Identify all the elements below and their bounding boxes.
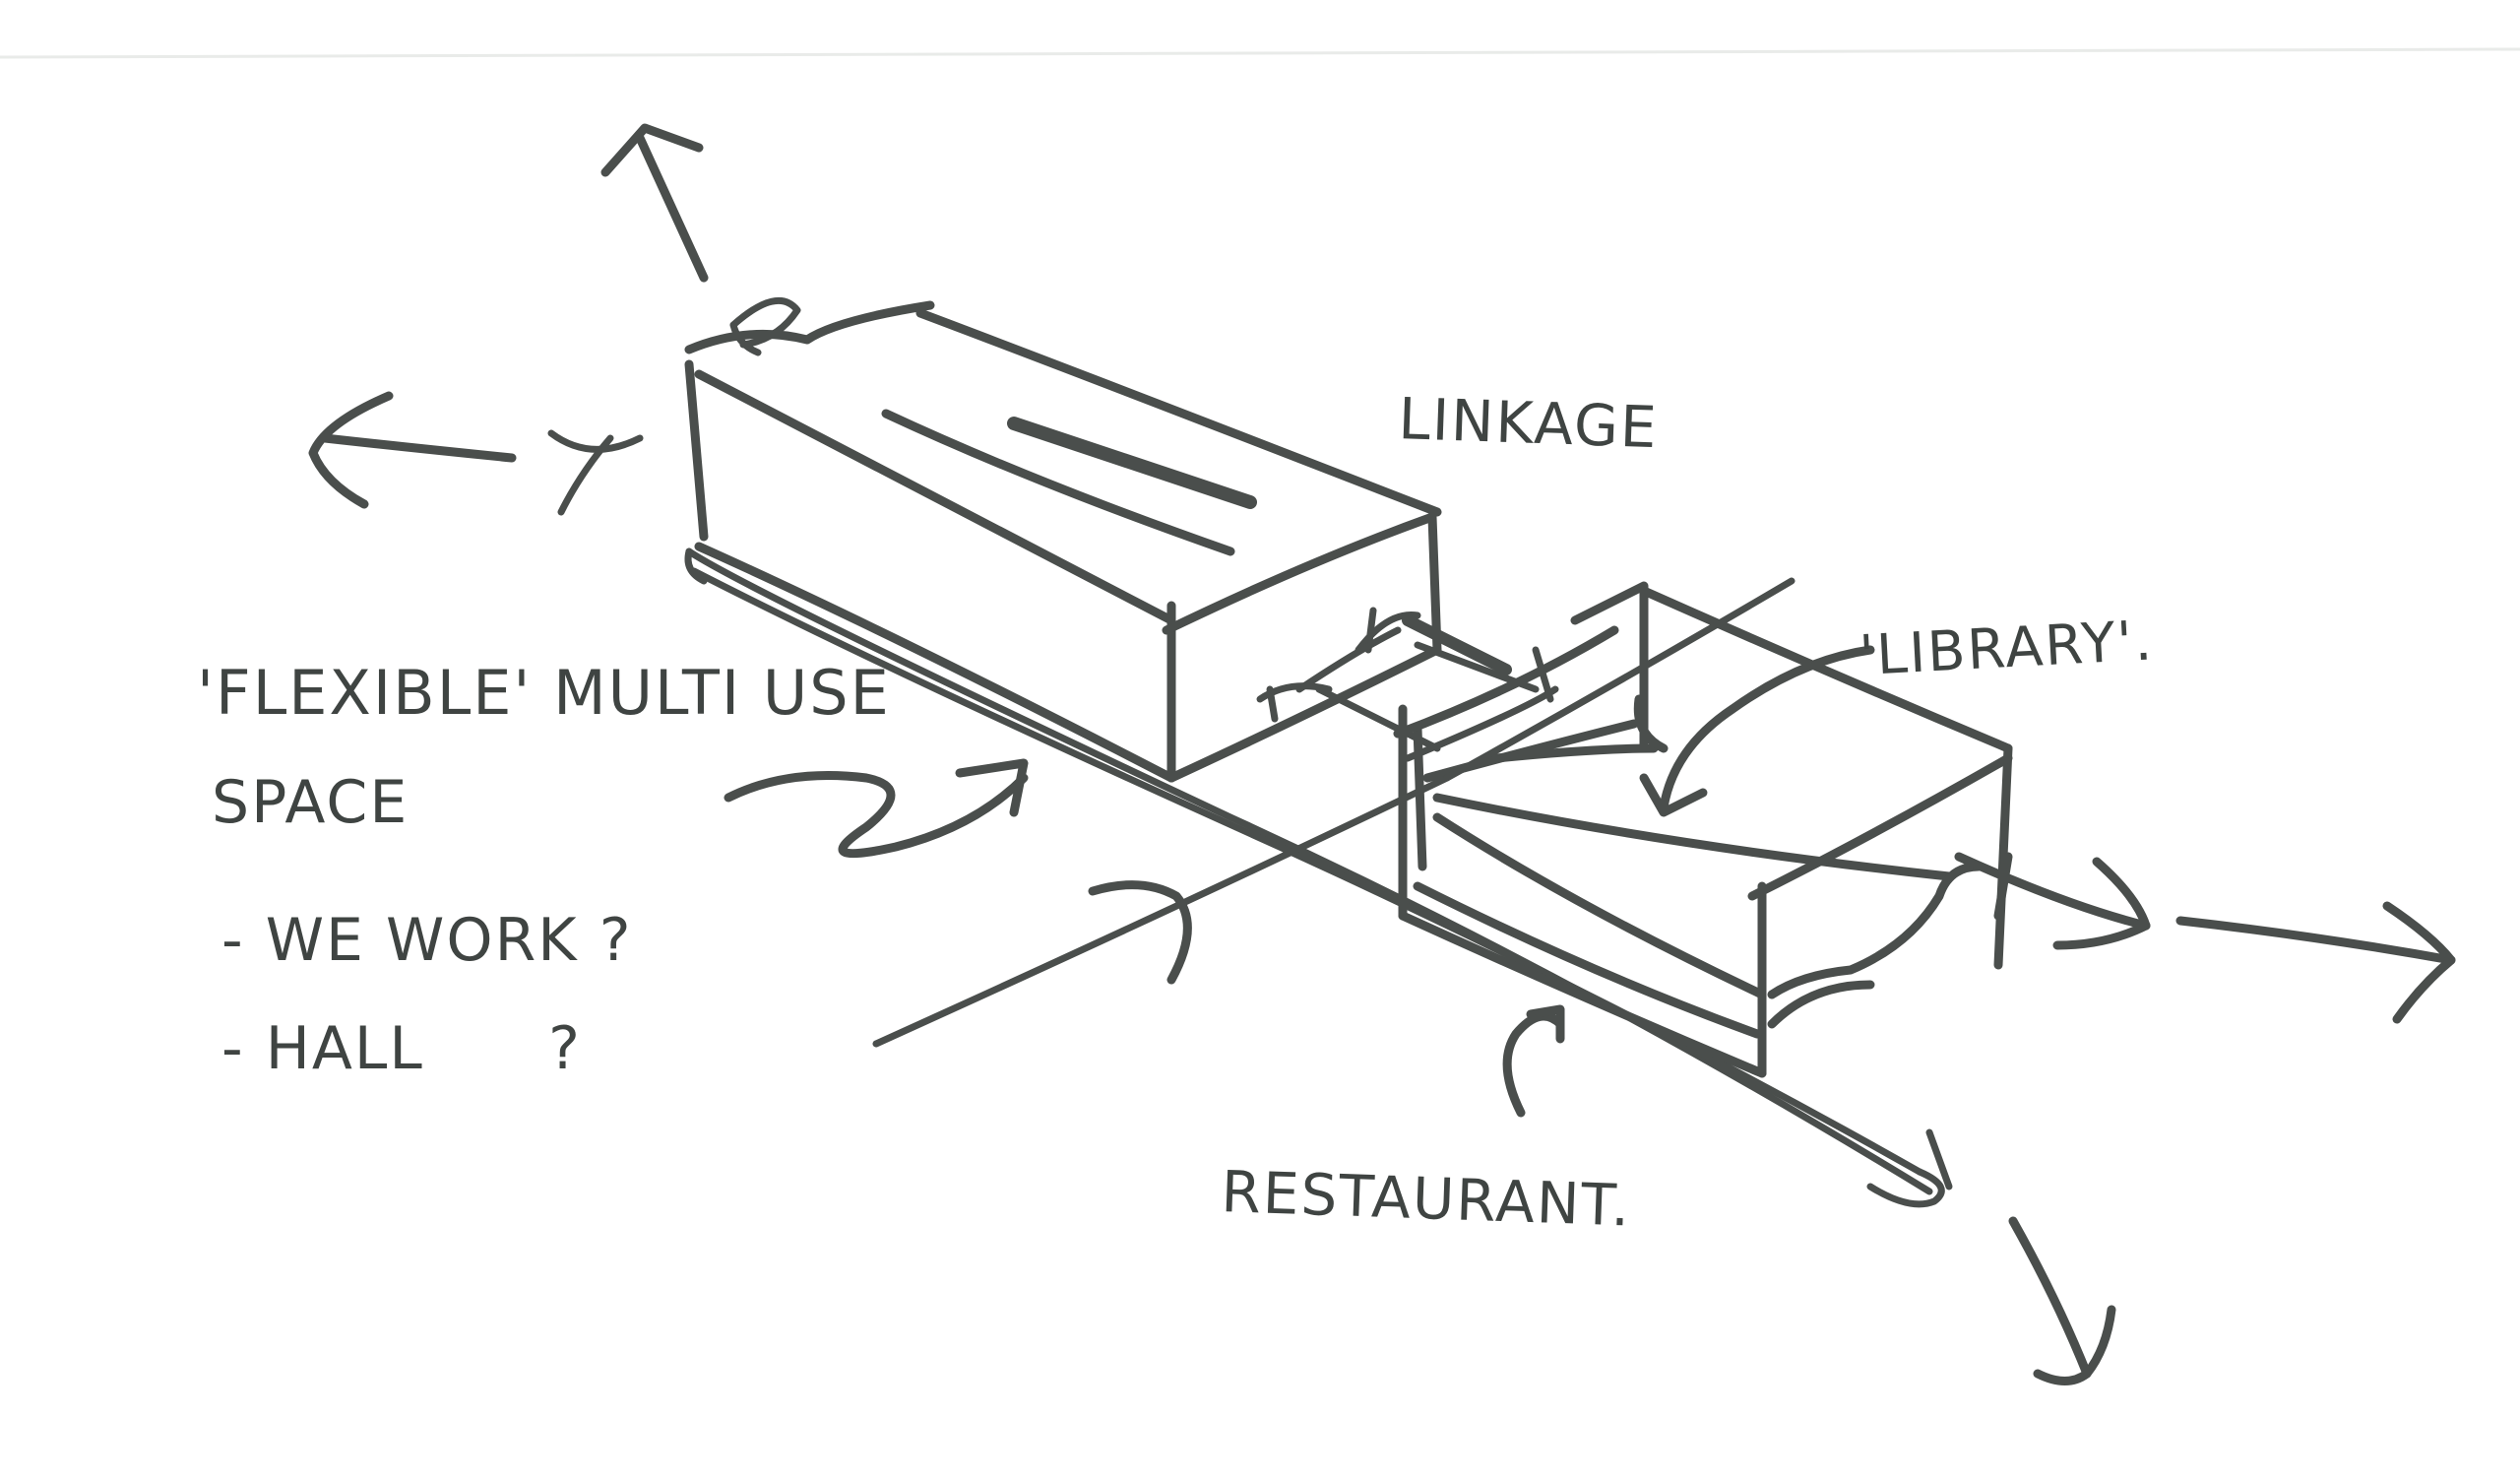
label-hall: - HALL ? (221, 1014, 582, 1083)
arrow-up-left (600, 123, 709, 283)
base-slab (684, 547, 1953, 1208)
scan-edge-line (0, 47, 2520, 59)
label-library: 'LIBRARY'. (1858, 609, 2155, 688)
arrow-down-right (2008, 1216, 2116, 1385)
library-box (1393, 581, 2013, 1078)
label-we-work: - WE WORK ? (221, 906, 633, 975)
arrow-right-2 (2175, 901, 2456, 1024)
pointer-library (1639, 645, 1875, 817)
curl-top-left (729, 296, 801, 356)
pointer-cross (1088, 880, 1192, 985)
pointer-multi-use (724, 758, 1029, 859)
cross-axis-line (872, 577, 1796, 1048)
label-flexible-multi-use: 'FLEXIBLE' MULTI USE (197, 657, 891, 729)
label-restaurant: RESTAURANT. (1221, 1158, 1633, 1240)
label-space: SPACE (212, 768, 409, 837)
cross-mark (547, 429, 644, 516)
long-box (684, 300, 1442, 783)
pointer-restaurant (1502, 1004, 1565, 1118)
label-linkage: LINKAGE (1398, 385, 1660, 461)
linkage-leader (1295, 626, 1402, 693)
arrow-right-1 (1954, 852, 2151, 950)
arrow-left (308, 391, 517, 509)
